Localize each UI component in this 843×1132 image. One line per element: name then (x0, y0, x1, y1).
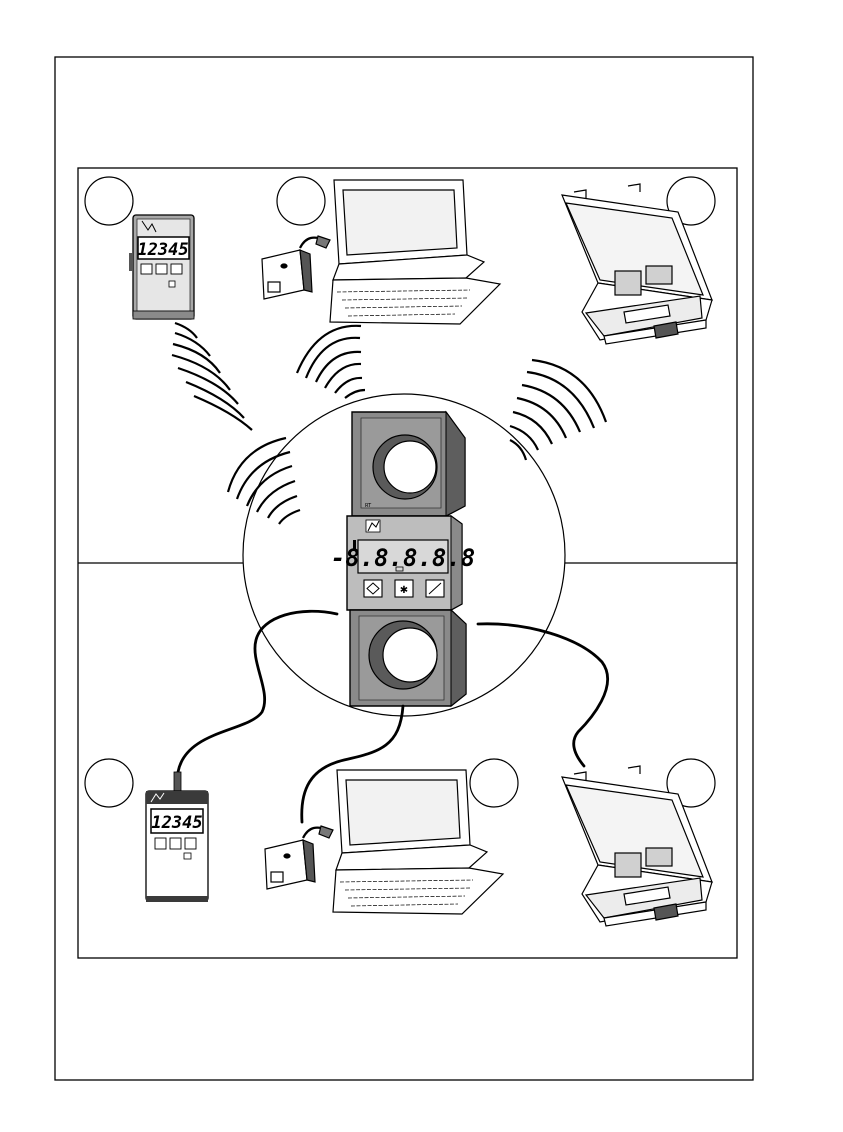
handheld-top-display: 12345 (137, 240, 188, 260)
number-circle-5 (470, 759, 518, 807)
handheld-bottom: 12345 (146, 772, 208, 902)
handheld-top: 12345 (129, 215, 194, 319)
crane-scale: RT -8.8.8.8.8 ✱ (331, 412, 476, 706)
svg-text:RT: RT (365, 503, 372, 509)
radio-waves-handheld (172, 323, 252, 430)
number-circle-2 (277, 177, 325, 225)
number-circle-4 (85, 759, 133, 807)
radio-waves-case (510, 360, 606, 460)
radio-waves-laptop (297, 326, 365, 398)
number-circle-1 (85, 177, 133, 225)
handheld-bottom-display: 12345 (151, 813, 202, 833)
laptop-bottom (265, 770, 503, 914)
svg-text:✱: ✱ (400, 585, 408, 596)
